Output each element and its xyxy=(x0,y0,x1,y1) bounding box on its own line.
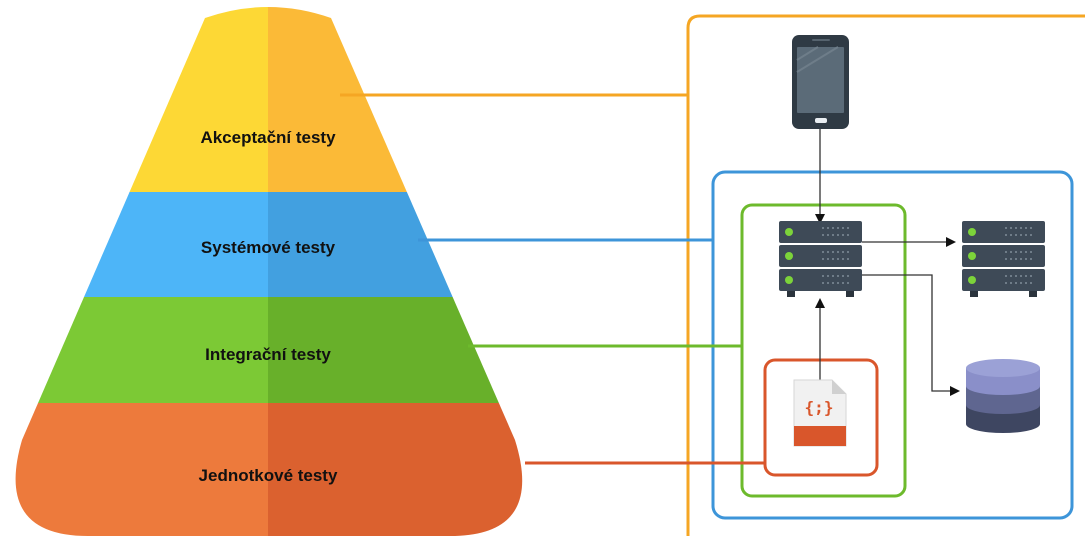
tier-label-unit: Jednotkové testy xyxy=(199,466,338,485)
acceptance-scope-frame xyxy=(686,14,1085,536)
unit-scope-frame xyxy=(763,358,879,477)
code-glyph: {;} xyxy=(805,398,834,417)
server-to-database-arrow xyxy=(862,274,952,392)
phone-to-server-arrowhead xyxy=(815,214,825,224)
tier-acceptance-left xyxy=(15,7,268,192)
code-to-server-arrowhead xyxy=(815,298,825,308)
tier-label-acceptance: Akceptační testy xyxy=(200,128,336,147)
database-icon xyxy=(966,359,1040,433)
pyramid-tier-unit xyxy=(15,403,523,536)
server-to-database-arrowhead xyxy=(950,386,960,396)
tier-unit-left xyxy=(15,403,268,536)
server-to-server-arrowhead xyxy=(946,237,956,247)
smartphone-icon xyxy=(792,35,849,129)
database-lid xyxy=(966,359,1040,377)
external-server-icon xyxy=(962,221,1045,297)
test-pyramid xyxy=(15,7,523,536)
tier-label-system: Systémové testy xyxy=(201,238,336,257)
integration-scope-frame xyxy=(740,203,907,498)
code-file-icon: {;} xyxy=(793,379,847,447)
tier-unit-right xyxy=(268,403,523,536)
server-rack-icon xyxy=(779,221,862,297)
tier-label-integration: Integrační testy xyxy=(205,345,331,364)
data-flow-arrows xyxy=(815,129,960,396)
